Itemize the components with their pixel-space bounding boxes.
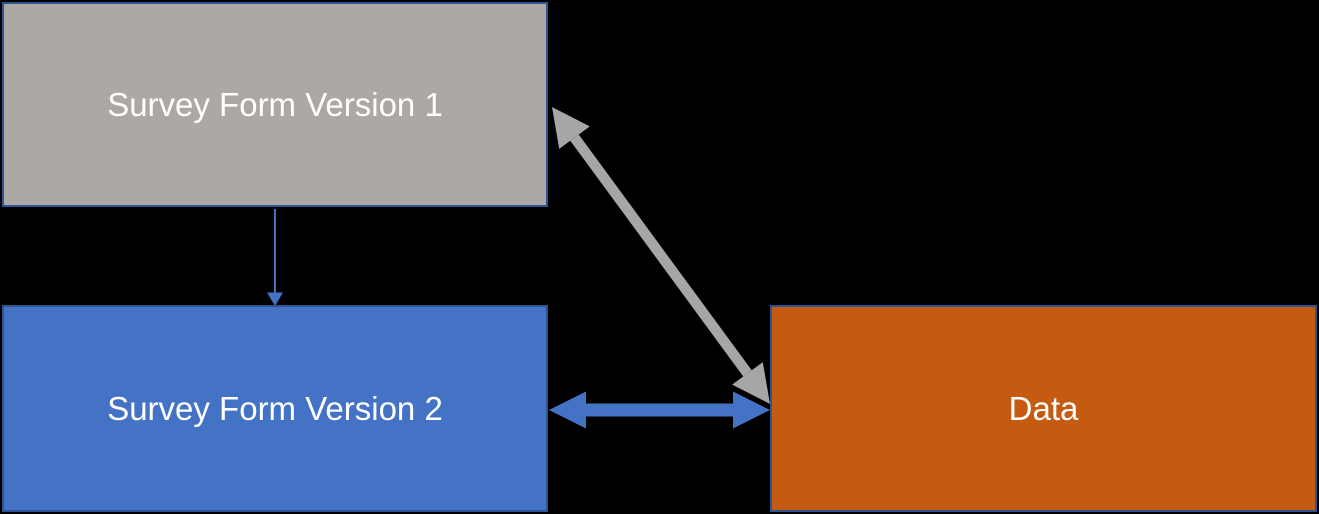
connector-v2-data-arrowhead-left-icon <box>549 391 586 429</box>
connector-v1-data-arrowhead-downright-icon <box>732 362 770 404</box>
connector-v2-data-arrowhead-right-icon <box>733 391 770 429</box>
node-data-label: Data <box>1008 389 1079 427</box>
node-survey-form-v2: Survey Form Version 2 <box>2 305 548 512</box>
connector-v1-data-arrowhead-upleft-icon <box>552 107 590 149</box>
connector-v1-data <box>552 107 770 404</box>
node-survey-form-v1-label: Survey Form Version 1 <box>107 85 443 123</box>
connector-v2-data <box>549 391 770 429</box>
node-survey-form-v2-label: Survey Form Version 2 <box>107 389 443 427</box>
connector-v1-to-v2-arrowhead-down-icon <box>267 292 283 306</box>
node-survey-form-v1: Survey Form Version 1 <box>2 2 548 207</box>
connector-v1-data-shaft <box>570 134 752 377</box>
node-data: Data <box>770 305 1317 512</box>
connector-v1-to-v2 <box>267 209 283 306</box>
